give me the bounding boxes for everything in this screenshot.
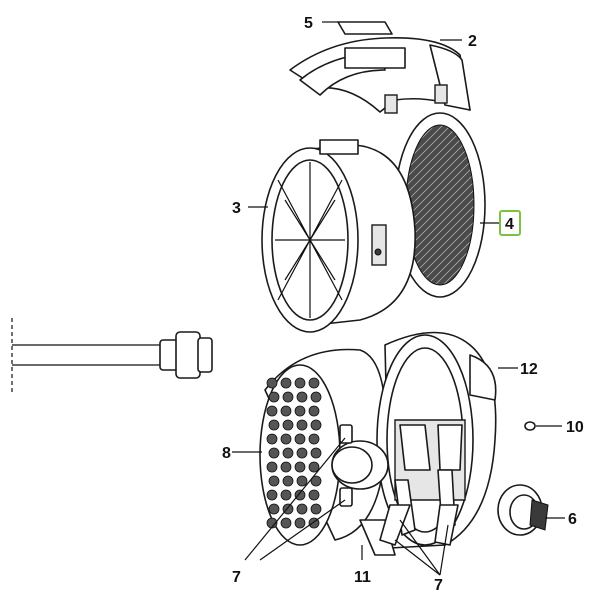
- part-5-pad: [337, 21, 393, 35]
- perforation-hole: [280, 377, 292, 389]
- perforation-hole: [268, 419, 280, 431]
- hose-assembly: [11, 318, 213, 395]
- perforation-hole: [282, 447, 294, 459]
- perforation-hole: [266, 433, 278, 445]
- perforation-hole: [294, 433, 306, 445]
- perforation-hole: [280, 405, 292, 417]
- perforation-hole: [296, 475, 308, 487]
- callout-3: 3: [232, 200, 241, 217]
- perforation-hole: [266, 405, 278, 417]
- perforation-hole: [294, 377, 306, 389]
- perforation-hole: [294, 461, 306, 473]
- perforation-hole: [266, 377, 278, 389]
- perforation-hole: [308, 489, 320, 501]
- perforation-hole: [308, 461, 320, 473]
- perforation-hole: [282, 475, 294, 487]
- part-6-cap: [497, 484, 549, 536]
- callout-4: 4: [505, 216, 514, 233]
- perforation-hole: [280, 433, 292, 445]
- perforation-hole: [308, 405, 320, 417]
- perforation-hole: [282, 419, 294, 431]
- perforation-hole: [282, 391, 294, 403]
- perforation-hole: [268, 447, 280, 459]
- perforation-holes: [266, 377, 322, 529]
- part-4-inner-filter: [394, 112, 486, 298]
- perforation-hole: [296, 503, 308, 515]
- callout-6: 6: [568, 511, 577, 528]
- perforation-hole: [266, 461, 278, 473]
- part-7-clips: [339, 424, 459, 546]
- part-8-end-plate: [259, 348, 387, 546]
- perforation-hole: [310, 503, 322, 515]
- perforation-hole: [280, 489, 292, 501]
- perforation-hole: [266, 489, 278, 501]
- callout-7-right: 7: [434, 577, 443, 594]
- callout-2: 2: [468, 33, 477, 50]
- perforation-hole: [268, 503, 280, 515]
- callout-8: 8: [222, 445, 231, 462]
- perforation-hole: [308, 377, 320, 389]
- part-10-fitting: [524, 421, 536, 431]
- part-3-filter-housing: [261, 139, 416, 333]
- callout-4-highlight-box: [499, 210, 521, 236]
- perforation-hole: [294, 517, 306, 529]
- perforation-hole: [296, 447, 308, 459]
- perforation-hole: [296, 391, 308, 403]
- perforation-hole: [310, 419, 322, 431]
- perforation-hole: [294, 405, 306, 417]
- perforation-hole: [268, 475, 280, 487]
- callout-labels: 5 2 3 4 12 10 8 6 7 11 7: [222, 15, 584, 594]
- callout-7-left: 7: [232, 569, 241, 586]
- leader-lines: [232, 21, 565, 576]
- part-2-top-cover: [289, 37, 471, 114]
- perforation-hole: [310, 391, 322, 403]
- perforation-hole: [308, 433, 320, 445]
- perforation-hole: [296, 419, 308, 431]
- perforation-hole: [310, 447, 322, 459]
- perforation-hole: [280, 461, 292, 473]
- perforation-hole: [310, 475, 322, 487]
- perforation-hole: [280, 517, 292, 529]
- perforation-hole: [268, 391, 280, 403]
- part-11-outlet-tube: [331, 440, 396, 556]
- perforation-hole: [294, 489, 306, 501]
- callout-10: 10: [566, 419, 584, 436]
- callout-5: 5: [304, 15, 313, 32]
- callout-11: 11: [354, 569, 371, 586]
- callout-12: 12: [520, 361, 538, 378]
